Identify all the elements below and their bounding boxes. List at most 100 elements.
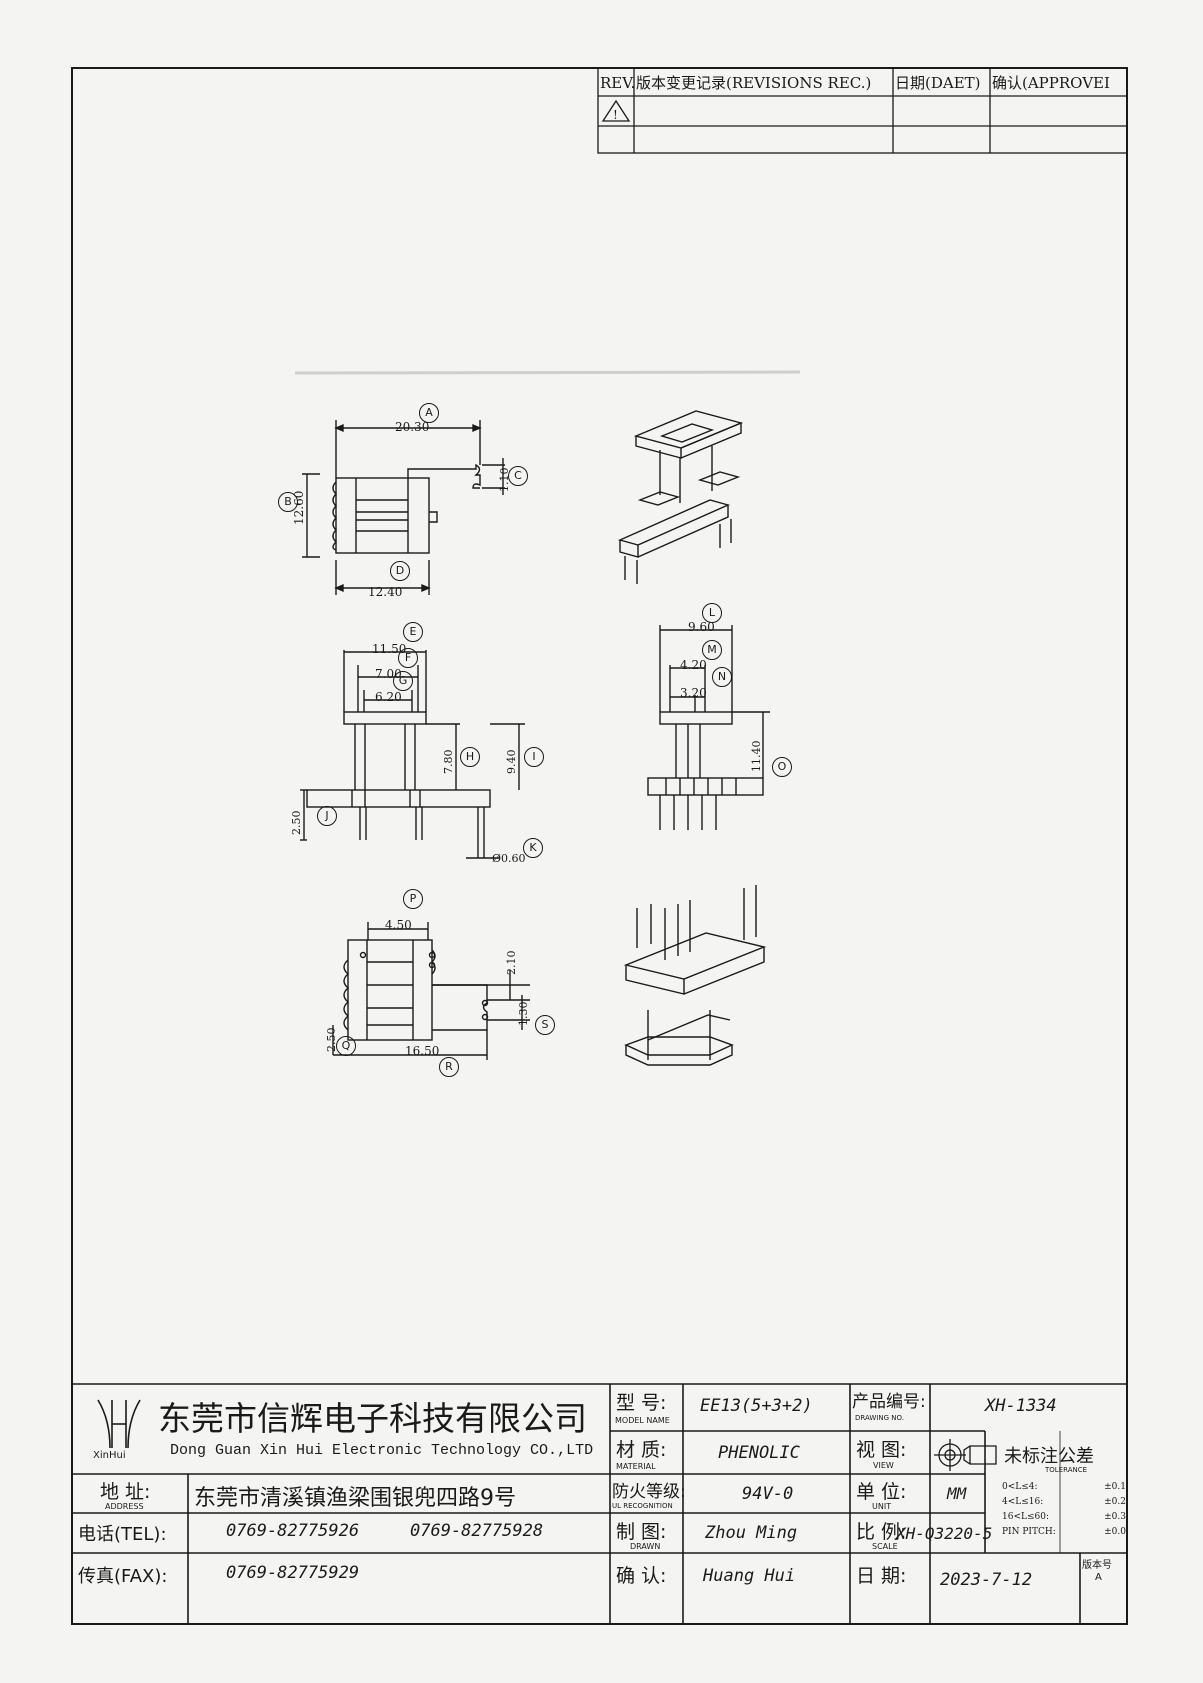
tolerance-value: ±0.2 [1104, 1497, 1126, 1507]
tolerance-value: ±0.3 [1104, 1512, 1126, 1522]
balloon-k: K [523, 838, 543, 858]
tel-value-1: 0769-82775926 [226, 1521, 360, 1541]
balloon-l: L [702, 603, 722, 623]
tolerance-row: PIN PITCH: ±0.0 [1002, 1525, 1126, 1540]
model-label-en: MODEL NAME [615, 1416, 670, 1425]
tolerance-title-en: TOLERANCE [1045, 1466, 1088, 1474]
revision-table: REV. 版本变更记录(REVISIONS REC.) 日期(DAET) 确认(… [597, 67, 1128, 154]
projection-symbol-icon [934, 1439, 997, 1471]
material-label: 材 质: [616, 1439, 667, 1461]
logo-text: XinHui [93, 1450, 126, 1461]
rev-header-date: 日期(DAET) [895, 74, 981, 92]
dim-p2-value: 2.10 [505, 950, 518, 976]
balloon-r: R [439, 1057, 459, 1077]
dim-r-value: 16.50 [405, 1044, 440, 1058]
balloon-i: I [524, 747, 544, 767]
scale-label: 比 例: [856, 1521, 907, 1543]
drawn-value: Zhou Ming [705, 1523, 798, 1543]
tolerance-value: ±0.0 [1104, 1527, 1126, 1537]
rev-header-approve: 确认(APPROVEI [992, 74, 1110, 92]
balloon-j: J [317, 806, 337, 826]
version-label: 版本号 [1082, 1560, 1112, 1571]
material-label-en: MATERIAL [616, 1462, 656, 1471]
sheet-border [71, 67, 1128, 1625]
balloon-m: M [702, 640, 722, 660]
drawing-no-value: XH-1334 [985, 1396, 1057, 1416]
address-label-en: ADDRESS [105, 1502, 144, 1511]
company-logo [97, 1399, 141, 1449]
model-value: EE13(5+3+2) [700, 1396, 813, 1416]
balloon-n: N [712, 667, 732, 687]
drawing-no-label: 产品编号: [852, 1392, 926, 1412]
dim-l-value: 9.60 [688, 620, 715, 634]
dim-g-value: 6.20 [375, 690, 402, 704]
tolerance-title: 未标注公差 [1004, 1446, 1094, 1467]
balloon-a: A [419, 403, 439, 423]
address-label: 地 址: [100, 1481, 151, 1503]
fax-label: 传真(FAX): [78, 1566, 168, 1587]
version-value: A [1095, 1572, 1102, 1583]
tolerance-value: ±0.1 [1104, 1482, 1126, 1492]
dim-p-value: 4.50 [385, 918, 412, 932]
tolerance-row: 16<L≤60: ±0.3 [1002, 1510, 1126, 1525]
company-name-en: Dong Guan Xin Hui Electronic Technology … [170, 1442, 594, 1459]
balloon-p: P [403, 889, 423, 909]
balloon-g: G [393, 671, 413, 691]
dim-a-value: 20.30 [395, 420, 430, 434]
tolerance-row: 0<L≤4: ±0.1 [1002, 1480, 1126, 1495]
tolerance-range: 16<L≤60: [1002, 1512, 1049, 1522]
revision-mark: ! [613, 108, 618, 122]
rev-header-rev: REV. [600, 74, 635, 92]
drawn-label-en: DRAWN [630, 1542, 661, 1551]
balloon-f: F [398, 648, 418, 668]
drawn-label: 制 图: [616, 1521, 667, 1543]
fax-value: 0769-82775929 [226, 1563, 360, 1583]
tolerance-range: 0<L≤4: [1002, 1482, 1038, 1492]
balloon-s: S [535, 1015, 555, 1035]
flame-label-en: UL RECOGNITION [612, 1502, 673, 1510]
view-side [647, 625, 770, 830]
flame-value: 94V-0 [742, 1484, 794, 1504]
tolerance-list: 0<L≤4: ±0.1 4<L≤16: ±0.2 16<L≤60: ±0.3 PIN … [1002, 1480, 1126, 1540]
confirm-label: 确 认: [616, 1565, 667, 1587]
model-label: 型 号: [616, 1392, 667, 1414]
address-value: 东莞市清溪镇渔梁围银兜四路9号 [194, 1486, 516, 1511]
balloon-b: B [278, 492, 298, 512]
dim-d-value: 12.40 [368, 585, 403, 599]
isometric-bottom [623, 885, 767, 1066]
balloon-q: Q [336, 1036, 356, 1056]
title-block-grid [72, 1383, 1127, 1624]
material-value: PHENOLIC [718, 1443, 800, 1463]
unit-label: 单 位: [856, 1481, 907, 1503]
balloon-o: O [772, 757, 792, 777]
tel-label: 电话(TEL): [78, 1524, 167, 1545]
view-label-en: VIEW [873, 1461, 894, 1470]
dim-n-value: 3.20 [680, 686, 707, 700]
balloon-e: E [403, 622, 423, 642]
tel-value-2: 0769-82775928 [410, 1521, 544, 1541]
dim-e-value: 11.50 [372, 642, 407, 656]
dim-k-value: Ø0.60 [492, 852, 526, 865]
scan-artifact [294, 370, 801, 375]
date-label: 日 期: [856, 1565, 907, 1587]
flame-label: 防火等级: [612, 1482, 686, 1502]
drawing-no-label-en: DRAWING NO. [855, 1414, 904, 1422]
rev-header-revisions: 版本变更记录(REVISIONS REC.) [636, 74, 871, 92]
dim-s-value: 1.30 [517, 1001, 530, 1027]
balloon-d: D [390, 561, 410, 581]
balloon-h: H [460, 747, 480, 767]
dim-m-value: 4.20 [680, 658, 707, 672]
balloon-c: C [508, 466, 528, 486]
tolerance-range: 4<L≤16: [1002, 1497, 1044, 1507]
scale-value: XH-Q3220-5 [896, 1524, 993, 1543]
view-front [300, 650, 525, 859]
dim-h-value: 7.80 [442, 749, 455, 775]
unit-value: MM [947, 1484, 967, 1503]
company-name-cn: 东莞市信辉电子科技有限公司 [158, 1399, 587, 1438]
unit-label-en: UNIT [872, 1502, 892, 1511]
view-top [302, 420, 505, 595]
revision-triangle-icon [601, 99, 631, 122]
dim-o-value: 11.40 [750, 740, 763, 773]
tolerance-range: PIN PITCH: [1002, 1527, 1056, 1537]
